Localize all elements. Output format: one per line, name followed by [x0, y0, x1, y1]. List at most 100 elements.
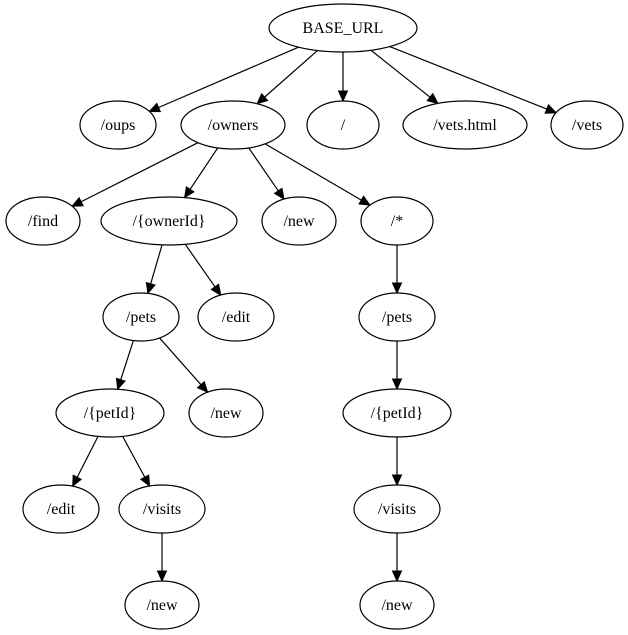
arrowhead-icon	[115, 377, 126, 391]
arrowhead-icon	[391, 282, 403, 295]
edge-visits1-to-visits1_new	[156, 533, 168, 583]
node-label: /new	[210, 405, 242, 422]
edge-pets1-to-pets_new	[159, 337, 209, 394]
node-label: /visits	[143, 501, 181, 518]
arrowhead-icon	[426, 92, 439, 105]
edge-line	[120, 340, 134, 380]
edge-owners-to-owners_new	[248, 147, 285, 201]
arrowhead-icon	[358, 195, 372, 206]
node-label: /vets	[572, 117, 602, 134]
arrowhead-icon	[148, 102, 162, 113]
edge-owners-to-star	[264, 143, 372, 206]
edge-line	[264, 143, 362, 201]
node-pet_edit: /edit	[22, 484, 100, 534]
edge-base-to-vets	[389, 46, 558, 114]
edge-line	[122, 436, 146, 478]
edge-line	[158, 46, 299, 109]
edge-line	[159, 337, 202, 386]
node-owners: /owners	[180, 100, 286, 150]
node-ellipse	[188, 388, 264, 438]
edge-line	[80, 142, 199, 203]
node-oups: /oups	[79, 100, 157, 150]
node-ellipse	[55, 388, 165, 438]
node-ellipse	[359, 580, 435, 630]
node-label: /*	[391, 213, 403, 230]
node-label: /vets.html	[433, 117, 497, 134]
node-ellipse	[358, 292, 436, 342]
arrowhead-icon	[145, 281, 156, 295]
node-ellipse	[261, 196, 337, 246]
node-label: /{ownerId}	[132, 213, 205, 230]
node-label: /pets	[382, 309, 412, 326]
node-label: /edit	[47, 501, 76, 518]
node-ellipse	[102, 292, 180, 342]
node-ellipse	[353, 484, 441, 534]
node-ellipse	[124, 580, 200, 630]
node-label: /{petId}	[371, 405, 424, 422]
node-ellipse	[550, 100, 624, 150]
node-owner_edit: /edit	[197, 292, 275, 342]
node-pets_new: /new	[188, 388, 264, 438]
arrowhead-icon	[391, 474, 403, 487]
edge-petId1-to-pet_edit	[72, 436, 99, 488]
edge-base-to-root	[337, 52, 349, 103]
arrowhead-icon	[337, 90, 349, 103]
node-petId1: /{petId}	[55, 388, 165, 438]
node-label: /pets	[126, 309, 156, 326]
node-visits1: /visits	[118, 484, 206, 534]
node-ellipse	[342, 388, 452, 438]
edge-petId2-to-visits2	[391, 437, 403, 487]
edge-pets2-to-petId2	[391, 341, 403, 391]
arrowhead-icon	[72, 474, 83, 488]
node-label: /new	[146, 597, 178, 614]
node-ellipse	[268, 3, 418, 53]
node-ownerId: /{ownerId}	[100, 196, 238, 246]
edge-line	[184, 243, 216, 288]
node-label: /new	[381, 597, 413, 614]
node-ellipse	[197, 292, 275, 342]
node-root: /	[306, 100, 380, 150]
edge-base-to-owners	[256, 50, 318, 105]
arrowhead-icon	[196, 380, 209, 394]
edge-pets1-to-petId1	[115, 340, 134, 391]
node-ellipse	[22, 484, 100, 534]
edges-layer	[71, 46, 558, 583]
arrowhead-icon	[71, 196, 84, 207]
edge-ownerId-to-owner_edit	[184, 243, 222, 297]
node-find: /find	[5, 196, 81, 246]
node-ellipse	[402, 100, 528, 150]
node-petId2: /{petId}	[342, 388, 452, 438]
node-ellipse	[360, 196, 434, 246]
node-ellipse	[79, 100, 157, 150]
node-pets2: /pets	[358, 292, 436, 342]
arrowhead-icon	[391, 378, 403, 391]
edge-line	[189, 147, 219, 190]
node-label: /	[341, 117, 346, 134]
node-ellipse	[306, 100, 380, 150]
edge-owners-to-find	[71, 142, 199, 207]
node-owners_new: /new	[261, 196, 337, 246]
node-pets1: /pets	[102, 292, 180, 342]
node-label: /{petId}	[84, 405, 137, 422]
edge-line	[389, 46, 548, 110]
node-vets: /vets	[550, 100, 624, 150]
arrowhead-icon	[544, 103, 558, 114]
node-ellipse	[100, 196, 238, 246]
node-vets_html: /vets.html	[402, 100, 528, 150]
nodes-layer: BASE_URL/oups/owners//vets.html/vets/fin…	[5, 3, 624, 630]
edge-base-to-oups	[148, 46, 299, 113]
arrowhead-icon	[391, 570, 403, 583]
edge-visits2-to-visits2_new	[391, 533, 403, 583]
arrowhead-icon	[210, 283, 222, 297]
node-label: /owners	[208, 117, 259, 134]
edge-line	[370, 49, 431, 98]
edge-line	[248, 147, 279, 192]
node-ellipse	[5, 196, 81, 246]
edge-line	[264, 50, 318, 98]
arrowhead-icon	[256, 92, 269, 105]
node-star: /*	[360, 196, 434, 246]
arrowhead-icon	[156, 570, 168, 583]
node-label: /new	[283, 213, 315, 230]
edge-ownerId-to-pets1	[145, 244, 163, 295]
